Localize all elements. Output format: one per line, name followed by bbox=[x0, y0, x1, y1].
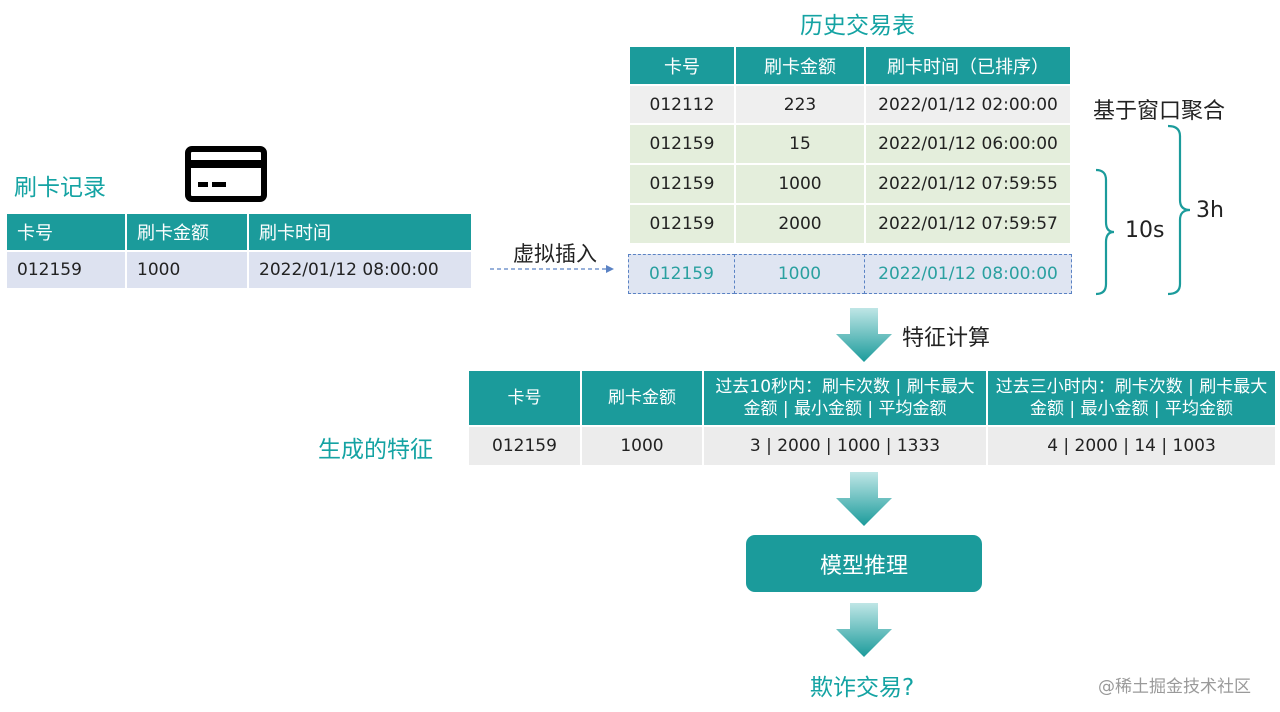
table-row: 012112 223 2022/01/12 02:00:00 bbox=[628, 84, 1072, 125]
header-card-no: 卡号 bbox=[467, 369, 582, 427]
generated-features-title: 生成的特征 bbox=[318, 437, 433, 463]
credit-card-icon bbox=[185, 146, 267, 202]
header-time: 刷卡时间 bbox=[247, 212, 473, 252]
header-amount: 刷卡金额 bbox=[734, 45, 866, 86]
virtual-row-amount: 1000 bbox=[734, 254, 865, 294]
history-title: 历史交易表 bbox=[800, 13, 915, 39]
cell: 223 bbox=[734, 84, 866, 125]
header-10s-features: 过去10秒内：刷卡次数 | 刷卡最大金额 | 最小金额 | 平均金额 bbox=[702, 369, 988, 427]
model-inference-box: 模型推理 bbox=[746, 535, 982, 592]
virtual-row-time: 2022/01/12 08:00:00 bbox=[864, 254, 1072, 294]
cell: 2022/01/12 02:00:00 bbox=[864, 84, 1072, 125]
cell: 012112 bbox=[628, 84, 736, 125]
fraud-label: 欺诈交易? bbox=[810, 675, 915, 701]
virtual-row-card-no: 012159 bbox=[628, 254, 735, 294]
virtual-insert-label: 虚拟插入 bbox=[513, 242, 597, 266]
brace-10s bbox=[1095, 168, 1115, 296]
table-row: 012159 1000 3 | 2000 | 1000 | 1333 4 | 2… bbox=[467, 425, 1277, 467]
cell-card-no: 012159 bbox=[5, 250, 127, 290]
feature-calc-label: 特征计算 bbox=[902, 326, 991, 351]
card-record-title: 刷卡记录 bbox=[14, 175, 106, 201]
cell: 2022/01/12 07:59:57 bbox=[864, 203, 1072, 245]
cell: 2022/01/12 06:00:00 bbox=[864, 123, 1072, 165]
window-10s-label: 10s bbox=[1125, 218, 1165, 243]
features-table: 卡号 刷卡金额 过去10秒内：刷卡次数 | 刷卡最大金额 | 最小金额 | 平均… bbox=[467, 369, 1277, 467]
table-row: 012159 15 2022/01/12 06:00:00 bbox=[628, 123, 1072, 165]
cell: 15 bbox=[734, 123, 866, 165]
table-row: 012159 2000 2022/01/12 07:59:57 bbox=[628, 203, 1072, 245]
window-3h-label: 3h bbox=[1196, 198, 1224, 223]
cell-time: 2022/01/12 08:00:00 bbox=[247, 250, 473, 290]
cell: 012159 bbox=[628, 203, 736, 245]
watermark: @稀土掘金技术社区 bbox=[1098, 677, 1251, 697]
history-table: 卡号 刷卡金额 刷卡时间（已排序） 012112 223 2022/01/12 … bbox=[628, 45, 1072, 245]
cell: 1000 bbox=[734, 163, 866, 205]
down-arrow-3 bbox=[836, 603, 892, 657]
cell: 012159 bbox=[467, 425, 582, 467]
cell: 2000 bbox=[734, 203, 866, 245]
down-arrow-1 bbox=[836, 308, 892, 362]
cell-amount: 1000 bbox=[125, 250, 249, 290]
table-row: 012159 1000 2022/01/12 08:00:00 bbox=[5, 250, 473, 290]
window-agg-label: 基于窗口聚合 bbox=[1093, 99, 1226, 124]
cell: 012159 bbox=[628, 163, 736, 205]
cell: 2022/01/12 07:59:55 bbox=[864, 163, 1072, 205]
cell: 4 | 2000 | 14 | 1003 bbox=[986, 425, 1277, 467]
model-inference-label: 模型推理 bbox=[819, 553, 908, 579]
cell: 3 | 2000 | 1000 | 1333 bbox=[702, 425, 988, 467]
header-time-sorted: 刷卡时间（已排序） bbox=[864, 45, 1072, 86]
table-row: 012159 1000 2022/01/12 07:59:55 bbox=[628, 163, 1072, 205]
cell: 012159 bbox=[628, 123, 736, 165]
card-record-table: 卡号 刷卡金额 刷卡时间 012159 1000 2022/01/12 08:0… bbox=[5, 212, 473, 290]
cell: 1000 bbox=[580, 425, 704, 467]
down-arrow-2 bbox=[836, 472, 892, 526]
dashed-arrow bbox=[490, 265, 614, 273]
brace-3h bbox=[1167, 124, 1191, 296]
header-card-no: 卡号 bbox=[628, 45, 736, 86]
header-card-no: 卡号 bbox=[5, 212, 127, 252]
header-3h-features: 过去三小时内：刷卡次数 | 刷卡最大金额 | 最小金额 | 平均金额 bbox=[986, 369, 1277, 427]
header-amount: 刷卡金额 bbox=[125, 212, 249, 252]
header-amount: 刷卡金额 bbox=[580, 369, 704, 427]
